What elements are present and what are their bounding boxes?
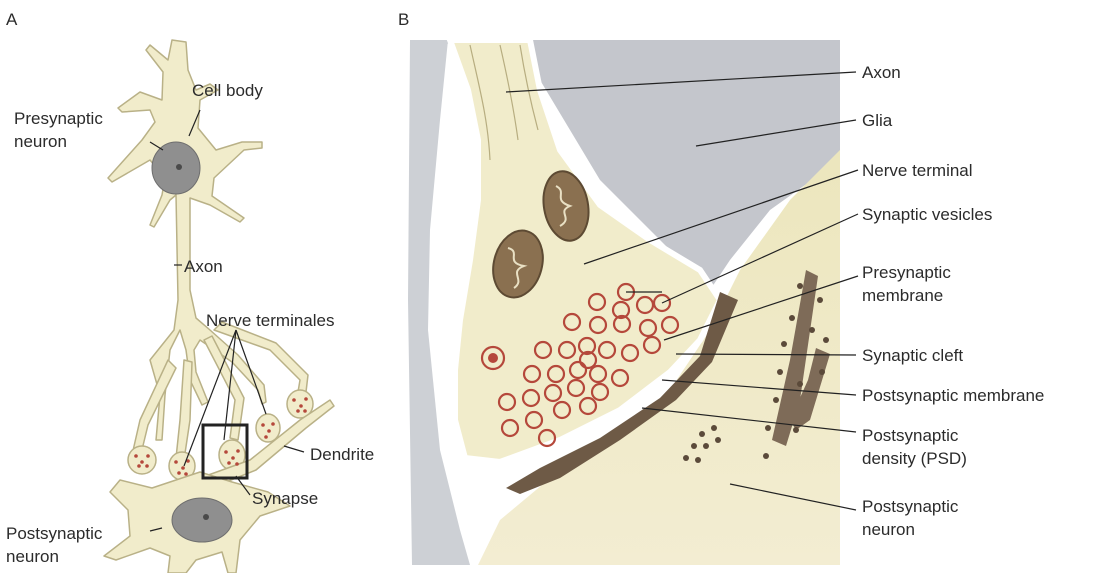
label-postsynaptic-membrane: Postsynaptic membrane (862, 385, 1044, 406)
label-postsynaptic-neuron-b-2: neuron (862, 519, 915, 540)
axon-branch-mid (176, 360, 192, 460)
label-synaptic-vesicles: Synaptic vesicles (862, 204, 992, 225)
panel-b-letter: B (398, 10, 409, 30)
nerve-terminal-1 (128, 446, 156, 474)
label-presynaptic-neuron-2: neuron (14, 131, 67, 152)
label-postsynaptic-neuron-b-1: Postsynaptic (862, 496, 958, 517)
panel-a-letter: A (6, 10, 17, 30)
label-nerve-terminales: Nerve terminales (206, 310, 335, 331)
label-synapse: Synapse (252, 488, 318, 509)
label-nerve-terminal: Nerve terminal (862, 160, 973, 181)
label-presynaptic-membrane-2: membrane (862, 285, 943, 306)
label-psd-2: density (PSD) (862, 448, 967, 469)
label-axon-a: Axon (184, 256, 223, 277)
label-synaptic-cleft: Synaptic cleft (862, 345, 963, 366)
presynaptic-nucleus (152, 142, 200, 194)
label-cell-body: Cell body (192, 80, 263, 101)
postsynaptic-nucleus (172, 498, 232, 542)
label-glia: Glia (862, 110, 892, 131)
label-dendrite: Dendrite (310, 444, 374, 465)
label-postsynaptic-neuron-a-2: neuron (6, 546, 59, 567)
label-postsynaptic-neuron-a-1: Postsynaptic (6, 523, 102, 544)
label-psd-1: Postsynaptic (862, 425, 958, 446)
nerve-terminal-4 (256, 414, 280, 442)
label-axon-b: Axon (862, 62, 901, 83)
label-presynaptic-membrane-1: Presynaptic (862, 262, 951, 283)
label-presynaptic-neuron-1: Presynaptic (14, 108, 103, 129)
